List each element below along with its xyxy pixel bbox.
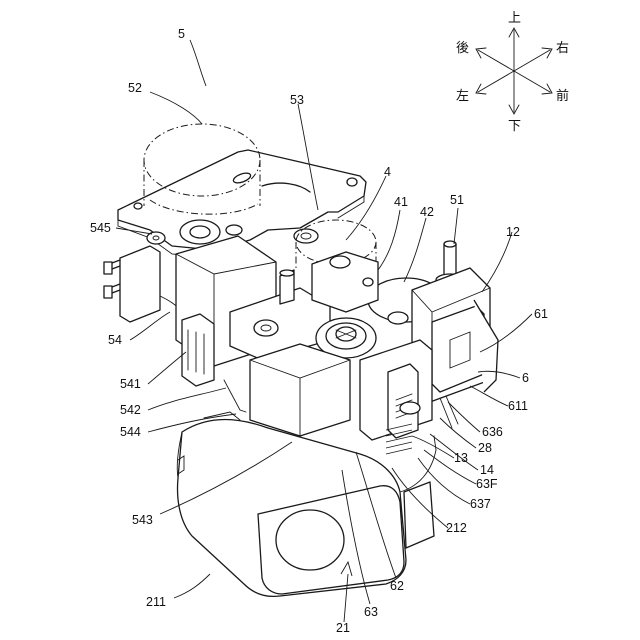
- dir-back-label: 後: [456, 41, 469, 56]
- label-53: 53: [290, 93, 304, 107]
- dir-left-label: 左: [456, 89, 469, 104]
- direction-indicator: 上 下 後 右 左 前: [456, 11, 569, 134]
- label-41: 41: [394, 195, 408, 209]
- label-5: 5: [178, 27, 185, 41]
- dir-front-label: 前: [556, 88, 569, 104]
- label-542: 542: [120, 403, 141, 417]
- arrow-left-head: [476, 84, 486, 94]
- label-13: 13: [454, 451, 468, 465]
- label-52: 52: [128, 81, 142, 95]
- label-545: 545: [90, 221, 111, 235]
- dir-up-label: 上: [508, 11, 521, 26]
- label-62: 62: [390, 579, 404, 593]
- label-4: 4: [384, 165, 391, 179]
- label-211: 211: [146, 595, 166, 609]
- label-541: 541: [120, 377, 141, 391]
- arrow-back-head: [476, 48, 486, 58]
- dir-right-label: 右: [556, 41, 569, 56]
- arrow-right-head: [542, 48, 552, 58]
- label-21: 21: [336, 621, 350, 635]
- label-543: 543: [132, 513, 153, 527]
- label-637: 637: [470, 497, 491, 511]
- label-54: 54: [108, 333, 122, 347]
- arrow-front-head: [542, 84, 552, 94]
- label-61: 61: [534, 307, 548, 321]
- label-12: 12: [506, 225, 520, 239]
- label-42: 42: [420, 205, 434, 219]
- label-51: 51: [450, 193, 464, 207]
- label-63: 63: [364, 605, 378, 619]
- label-6: 6: [522, 371, 529, 385]
- label-212: 212: [446, 521, 467, 535]
- label-636: 636: [482, 425, 503, 439]
- label-544: 544: [120, 425, 141, 439]
- connector-pins: [104, 246, 184, 322]
- label-611: 611: [508, 399, 528, 413]
- dir-down-label: 下: [508, 119, 521, 134]
- label-63F: 63F: [476, 477, 498, 491]
- label-28: 28: [478, 441, 492, 455]
- label-14: 14: [480, 463, 494, 477]
